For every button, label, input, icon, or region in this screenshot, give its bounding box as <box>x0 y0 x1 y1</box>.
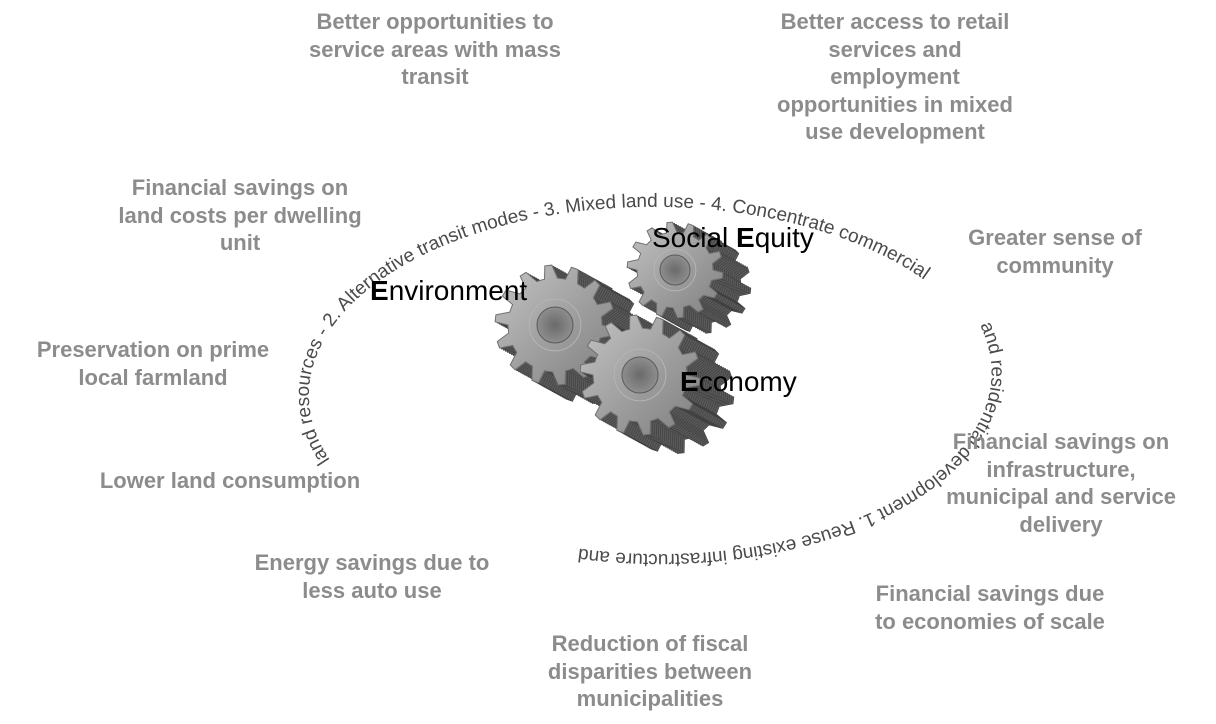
benefit-land-costs: Financial savings on land costs per dwel… <box>80 174 400 257</box>
benefit-infrastructure: Financial savings on infrastructure, mun… <box>908 428 1214 538</box>
pillar-label-rest: quity <box>754 222 814 253</box>
benefit-line: transit <box>401 64 469 89</box>
pillar-initial: E <box>680 366 699 397</box>
benefit-farmland: Preservation on prime local farmland <box>8 336 298 391</box>
benefit-line: unit <box>219 230 261 255</box>
benefit-line: local farmland <box>78 364 228 390</box>
pillar-label-rest: conomy <box>698 366 797 397</box>
benefit-line: less auto use <box>302 577 442 603</box>
pillar-label-prefix: Social <box>652 222 737 253</box>
pillar-social-equity: Social Equity <box>652 222 814 254</box>
pillar-initial: E <box>736 222 755 253</box>
benefit-line: infrastructure, <box>986 456 1136 482</box>
benefit-line: disparities between <box>547 658 753 684</box>
benefit-land-consumption: Lower land consumption <box>65 467 395 495</box>
benefit-mass-transit: Better opportunities to service areas wi… <box>275 8 595 91</box>
benefit-line: land costs per dwelling <box>118 202 362 228</box>
benefit-line: Greater sense of <box>968 225 1142 250</box>
benefit-line: Financial savings due <box>875 581 1105 606</box>
benefit-line: community <box>996 252 1114 278</box>
benefit-line: Preservation on prime <box>36 337 270 362</box>
gear-icon <box>626 221 752 334</box>
benefit-line: use development <box>805 119 985 144</box>
pillar-initial: E <box>370 275 389 306</box>
benefit-line: employment <box>830 64 960 89</box>
benefit-retail-access: Better access to retail services and emp… <box>735 8 1055 146</box>
benefit-fiscal: Reduction of fiscal disparities between … <box>505 630 795 713</box>
benefit-line: Better access to retail <box>780 9 1010 34</box>
benefit-line: service areas with mass <box>309 36 561 62</box>
benefit-line: Better opportunities to <box>316 9 554 34</box>
benefit-line: municipal and service <box>946 484 1176 509</box>
benefit-line: delivery <box>1019 511 1103 537</box>
benefit-energy: Energy savings due to less auto use <box>222 549 522 604</box>
benefit-line: opportunities in mixed <box>777 91 1013 117</box>
benefit-line: municipalities <box>576 686 724 711</box>
pillar-environment: Environment <box>370 275 527 307</box>
benefit-line: Lower land consumption <box>99 468 361 493</box>
benefit-line: Financial savings on <box>952 429 1170 454</box>
benefit-line: Reduction of fiscal <box>551 631 749 656</box>
pillar-label-rest: nvironment <box>388 275 528 306</box>
benefit-line: services and <box>828 36 962 62</box>
benefit-line: Financial savings on <box>131 175 349 200</box>
gear-icon <box>579 314 735 454</box>
pillar-economy: Economy <box>680 366 797 398</box>
benefit-line: to economies of scale <box>875 608 1105 634</box>
benefit-line: Energy savings due to <box>254 550 490 575</box>
benefit-scale: Financial savings due to economies of sc… <box>830 580 1150 635</box>
benefit-sense-of-community: Greater sense of community <box>930 224 1180 279</box>
